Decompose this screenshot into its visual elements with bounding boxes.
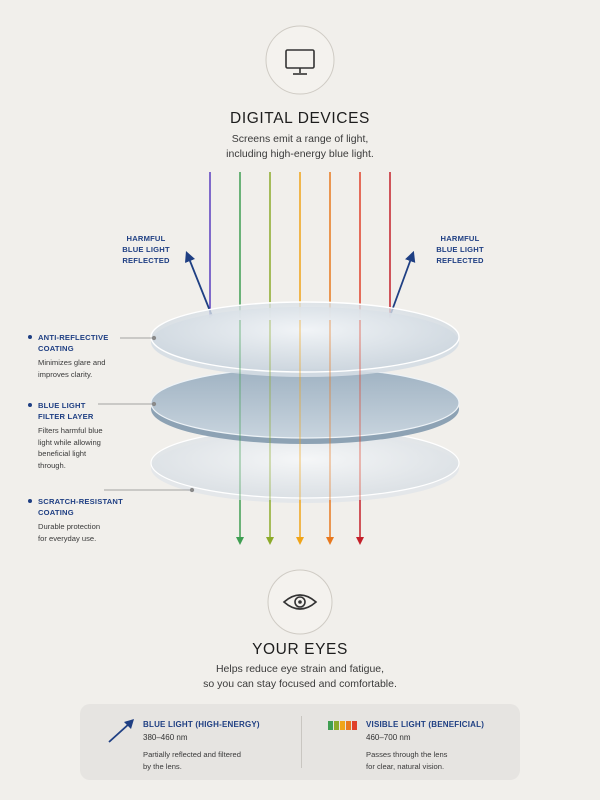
layer-title-blue-light-filter: BLUE LIGHT FILTER LAYER (38, 400, 138, 422)
bottom-subtitle-line2: so you can stay focused and comfortable. (203, 678, 397, 690)
legend-blue-range: 380–460 nm (143, 733, 188, 742)
layer2-desc-line2: light while allowing (38, 437, 101, 447)
eye-icon (267, 569, 333, 635)
layer2-desc-line1: Filters harmful blue (38, 426, 103, 435)
bottom-title: YOUR EYES (252, 641, 348, 658)
lens-blue-light-filter (150, 367, 460, 444)
layer2-title-line1: BLUE LIGHT (38, 401, 86, 410)
reflected-arrow-left (184, 250, 213, 317)
legend-visible-title: VISIBLE LIGHT (BENEFICIAL) (366, 720, 485, 729)
harmful-label-left: HARMFUL BLUE LIGHT REFLECTED (106, 233, 186, 266)
reflected-arrow-right (389, 250, 416, 317)
harmful-right-line1: HARMFUL (440, 234, 480, 243)
legend-visible-desc-line2: for clear, natural vision. (366, 761, 445, 771)
harmful-left-line3: REFLECTED (122, 256, 170, 265)
rays-through-lens (239, 320, 361, 500)
layer-desc-blue-light-filter: Filters harmful blue light while allowin… (38, 425, 138, 471)
blue-arrow-icon (108, 719, 134, 743)
legend-panel: BLUE LIGHT (HIGH-ENERGY) 380–460 nm Part… (80, 704, 520, 780)
outgoing-rays (236, 500, 364, 545)
harmful-label-right: HARMFUL BLUE LIGHT REFLECTED (420, 233, 500, 266)
layer-title-scratch-resistant: SCRATCH-RESISTANT COATING (38, 496, 138, 518)
top-subtitle-line2: including high-energy blue light. (226, 148, 374, 160)
layer-title-anti-reflective: ANTI-REFLECTIVE COATING (38, 332, 138, 354)
bullet-blue-light-filter (28, 403, 32, 407)
layer3-desc-line2: for everyday use. (38, 533, 97, 543)
legend-divider (301, 716, 302, 768)
layer1-title-line2: COATING (38, 344, 74, 353)
top-subtitle-line1: Screens emit a range of light, (231, 133, 369, 145)
harmful-left-line1: HARMFUL (126, 234, 166, 243)
legend-visible-range: 460–700 nm (366, 733, 411, 742)
lens-anti-reflective (150, 301, 460, 377)
harmful-left-line2: BLUE LIGHT (122, 245, 170, 254)
legend-visible-desc-line1: Passes through the lens (366, 750, 448, 759)
layer-desc-anti-reflective: Minimizes glare and improves clarity. (38, 357, 138, 380)
spectrum-bars-icon (328, 721, 357, 730)
legend-blue-desc-line1: Partially reflected and filtered (143, 750, 241, 759)
legend-blue-desc-line2: by the lens. (143, 761, 182, 771)
leader-lines (98, 335, 195, 493)
legend-blue-title: BLUE LIGHT (HIGH-ENERGY) (143, 720, 260, 729)
top-title: DIGITAL DEVICES (230, 110, 370, 127)
layer1-desc-line2: improves clarity. (38, 369, 93, 379)
layer2-title-line2: FILTER LAYER (38, 412, 94, 421)
legend-visible-desc: Passes through the lens for clear, natur… (366, 749, 516, 772)
bottom-subtitle-line1: Helps reduce eye strain and fatigue, (215, 663, 385, 675)
layer3-desc-line1: Durable protection (38, 522, 101, 531)
layer3-title-line1: SCRATCH-RESISTANT (38, 497, 123, 506)
layer2-desc-line3: beneficial light (38, 449, 87, 458)
bullet-scratch-resistant (28, 499, 32, 503)
harmful-right-line2: BLUE LIGHT (436, 245, 484, 254)
layer-desc-scratch-resistant: Durable protection for everyday use. (38, 521, 138, 544)
incoming-rays (209, 172, 391, 318)
layer1-desc-line1: Minimizes glare and (38, 358, 106, 367)
harmful-right-line3: REFLECTED (436, 256, 484, 265)
bullet-anti-reflective (28, 335, 32, 339)
monitor-icon (265, 25, 335, 95)
legend-blue-desc: Partially reflected and filtered by the … (143, 749, 293, 772)
layer3-title-line2: COATING (38, 508, 74, 517)
layer1-title-line1: ANTI-REFLECTIVE (38, 333, 109, 342)
lens-scratch-resistant (150, 427, 460, 503)
layer2-desc-line4: through. (38, 460, 66, 470)
